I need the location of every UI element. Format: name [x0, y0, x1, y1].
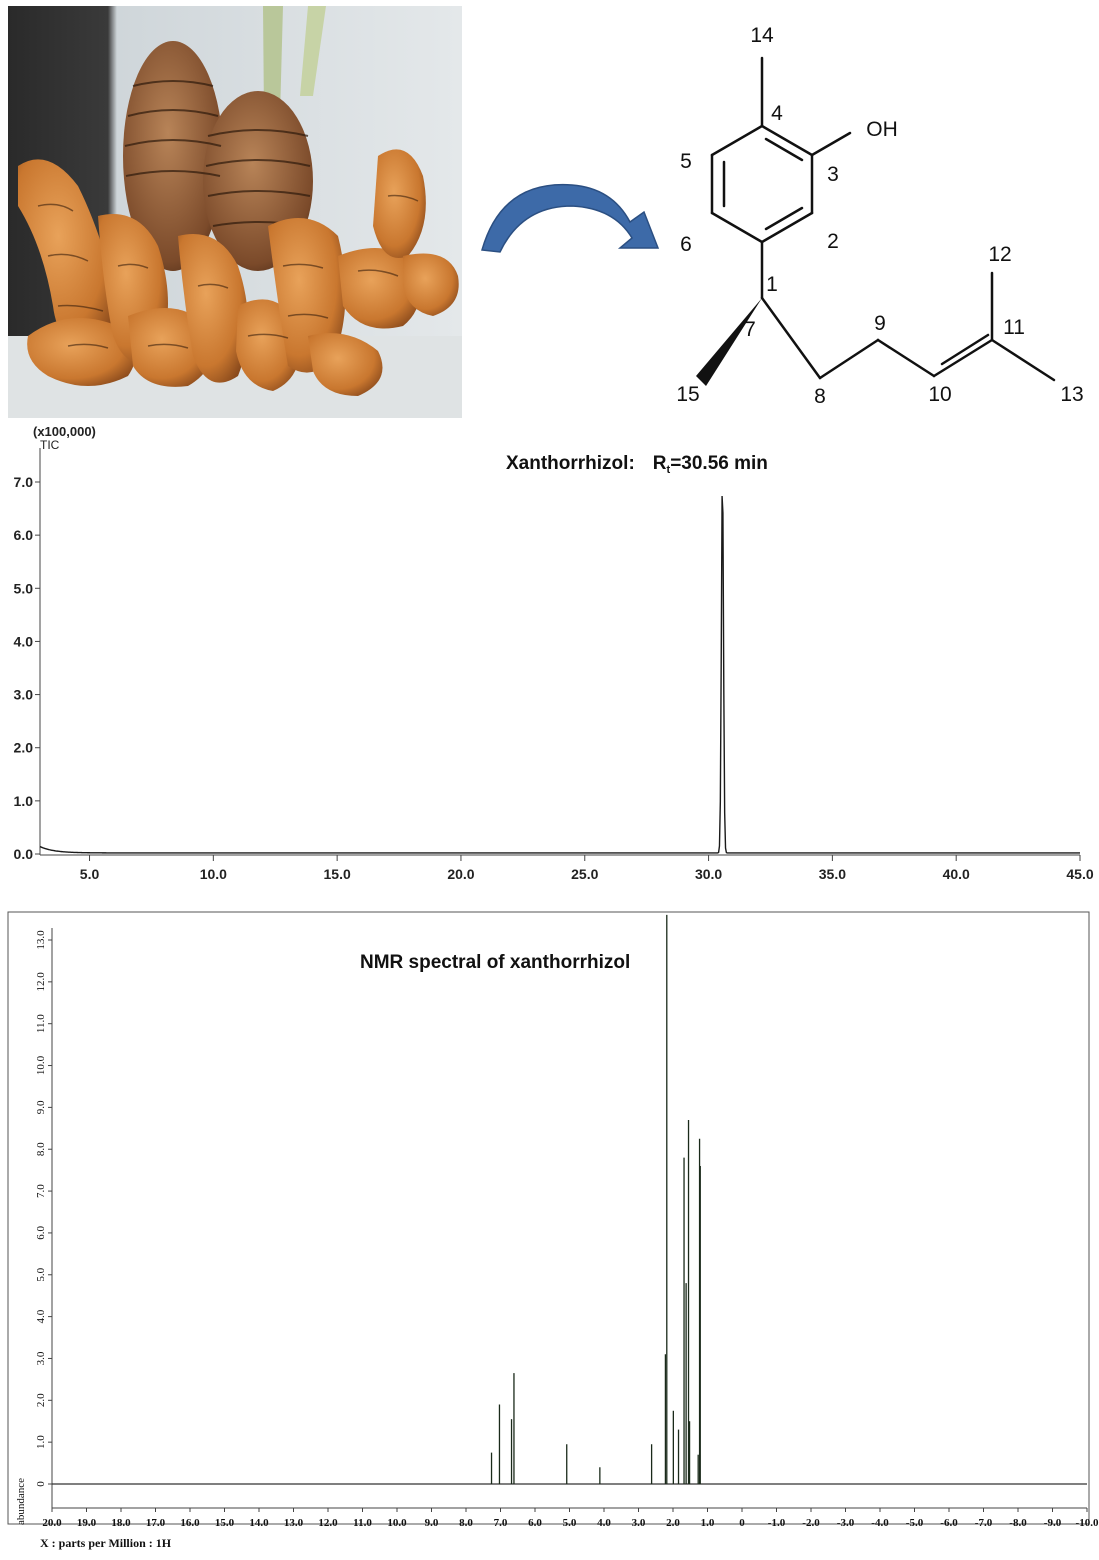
gc-series-label: TIC — [40, 438, 60, 452]
atom-label-1: 1 — [766, 273, 778, 296]
nmr-y-tick-label: 5.0 — [35, 1267, 47, 1281]
gc-x-tick-label: 20.0 — [447, 866, 474, 882]
nmr-y-tick-label: 8.0 — [35, 1142, 47, 1156]
nmr-y-tick-label: 12.0 — [35, 972, 47, 992]
nmr-y-tick-label: 10.0 — [35, 1055, 47, 1075]
gc-y-tick-label: 1.0 — [14, 793, 34, 809]
gc-peak-annotation: Xanthorrhizol:Rt=30.56 min — [506, 453, 768, 476]
nmr-x-tick-label: -8.0 — [1009, 1517, 1027, 1529]
nmr-x-tick-label: 12.0 — [318, 1517, 338, 1529]
curved-arrow-icon — [481, 183, 660, 253]
gc-x-tick-label: 40.0 — [943, 866, 970, 882]
gc-x-tick-label: 35.0 — [819, 866, 846, 882]
xanthorrhizol-structure: 14 4 OH 5 3 6 2 1 12 7 9 11 15 8 10 13 — [662, 8, 1099, 418]
nmr-x-tick-label: 13.0 — [284, 1517, 304, 1529]
atom-label-10: 10 — [928, 383, 951, 406]
nmr-x-tick-label: 10.0 — [387, 1517, 407, 1529]
nmr-x-tick-label: 11.0 — [353, 1517, 372, 1529]
nmr-y-tick-label: 0 — [35, 1481, 47, 1487]
atom-label-13: 13 — [1060, 383, 1083, 406]
nmr-x-tick-label: -7.0 — [975, 1517, 993, 1529]
gc-x-tick-label: 45.0 — [1066, 866, 1093, 882]
atom-label-14: 14 — [750, 24, 774, 47]
nmr-x-tick-label: -9.0 — [1044, 1517, 1062, 1529]
gc-x-tick-label: 5.0 — [80, 866, 100, 882]
nmr-x-tick-label: 14.0 — [249, 1517, 269, 1529]
gc-y-tick-label: 5.0 — [14, 580, 34, 596]
nmr-chart: NMR spectral of xanthorrhizol abundance … — [7, 911, 1099, 1550]
gc-x-tick-label: 15.0 — [324, 866, 351, 882]
atom-label-3: 3 — [827, 163, 839, 186]
gc-x-tick-label: 10.0 — [200, 866, 227, 882]
nmr-x-tick-label: 17.0 — [146, 1517, 166, 1529]
nmr-x-tick-label: 20.0 — [42, 1517, 62, 1529]
nmr-x-tick-label: 19.0 — [77, 1517, 97, 1529]
gc-chart: (x100,000) TIC Xanthorrhizol:Rt=30.56 mi… — [14, 424, 1094, 882]
nmr-y-tick-label: 7.0 — [35, 1184, 47, 1198]
nmr-x-tick-label: 3.0 — [632, 1517, 646, 1529]
nmr-x-tick-label: -4.0 — [871, 1517, 889, 1529]
gc-y-tick-label: 7.0 — [14, 474, 34, 490]
nmr-x-tick-label: 8.0 — [459, 1517, 473, 1529]
nmr-title: NMR spectral of xanthorrhizol — [360, 952, 630, 973]
nmr-y-tick-label: 1.0 — [35, 1435, 47, 1449]
nmr-y-tick-label: 3.0 — [35, 1351, 47, 1365]
nmr-y-tick-label: 11.0 — [35, 1014, 47, 1033]
gc-y-tick-label: 0.0 — [14, 846, 34, 862]
nmr-x-tick-label: -6.0 — [940, 1517, 958, 1529]
atom-label-12: 12 — [988, 243, 1011, 266]
nmr-x-tick-label: 9.0 — [425, 1517, 439, 1529]
nmr-ylabel: abundance — [15, 1478, 27, 1525]
gc-chromatogram: (x100,000) TIC Xanthorrhizol:Rt=30.56 mi… — [0, 420, 1099, 890]
gc-y-tick-label: 2.0 — [14, 740, 34, 756]
nmr-x-tick-label: 18.0 — [111, 1517, 131, 1529]
curved-arrow — [462, 160, 672, 270]
structure-diagram: 14 4 OH 5 3 6 2 1 12 7 9 11 15 8 10 13 — [676, 24, 1083, 408]
nmr-x-tick-label: -3.0 — [837, 1517, 855, 1529]
gc-y-tick-label: 6.0 — [14, 527, 34, 543]
gc-trace — [39, 495, 1080, 854]
atom-label-8: 8 — [814, 385, 826, 408]
atom-label-oh: OH — [866, 118, 898, 141]
gc-y-tick-label: 4.0 — [14, 633, 34, 649]
nmr-x-tick-label: 6.0 — [528, 1517, 542, 1529]
nmr-x-tick-label: -1.0 — [768, 1517, 786, 1529]
nmr-x-tick-label: 5.0 — [563, 1517, 577, 1529]
atom-label-6: 6 — [680, 233, 692, 256]
nmr-x-tick-label: -10.0 — [1076, 1517, 1099, 1529]
atom-label-9: 9 — [874, 312, 886, 335]
nmr-x-tick-label: -5.0 — [906, 1517, 924, 1529]
nmr-x-tick-label: 1.0 — [701, 1517, 715, 1529]
atom-label-2: 2 — [827, 230, 839, 253]
nmr-y-tick-label: 6.0 — [35, 1226, 47, 1240]
nmr-y-tick-label: 2.0 — [35, 1393, 47, 1407]
nmr-y-tick-label: 9.0 — [35, 1100, 47, 1114]
nmr-x-tick-label: 4.0 — [597, 1517, 611, 1529]
nmr-y-tick-label: 13.0 — [35, 930, 47, 950]
nmr-x-tick-label: 16.0 — [180, 1517, 200, 1529]
rhizome-photo — [8, 6, 462, 418]
atom-label-15: 15 — [676, 383, 699, 406]
atom-label-11: 11 — [1003, 316, 1025, 339]
atom-label-5: 5 — [680, 150, 692, 173]
gc-scale-label: (x100,000) — [33, 424, 96, 439]
atom-label-7: 7 — [744, 318, 756, 341]
atom-label-4: 4 — [771, 102, 783, 125]
nmr-x-tick-label: 2.0 — [666, 1517, 680, 1529]
nmr-x-tick-label: 7.0 — [494, 1517, 508, 1529]
nmr-x-tick-label: 15.0 — [215, 1517, 235, 1529]
nmr-x-tick-label: 0 — [739, 1517, 745, 1529]
gc-x-tick-label: 30.0 — [695, 866, 722, 882]
nmr-xlabel: X : parts per Million : 1H — [40, 1536, 172, 1550]
nmr-spectrum: NMR spectral of xanthorrhizol abundance … — [0, 900, 1099, 1555]
gc-x-tick-label: 25.0 — [571, 866, 598, 882]
nmr-y-tick-label: 4.0 — [35, 1309, 47, 1323]
gc-y-tick-label: 3.0 — [14, 687, 34, 703]
rhizome-image — [8, 6, 462, 418]
nmr-x-tick-label: -2.0 — [802, 1517, 820, 1529]
